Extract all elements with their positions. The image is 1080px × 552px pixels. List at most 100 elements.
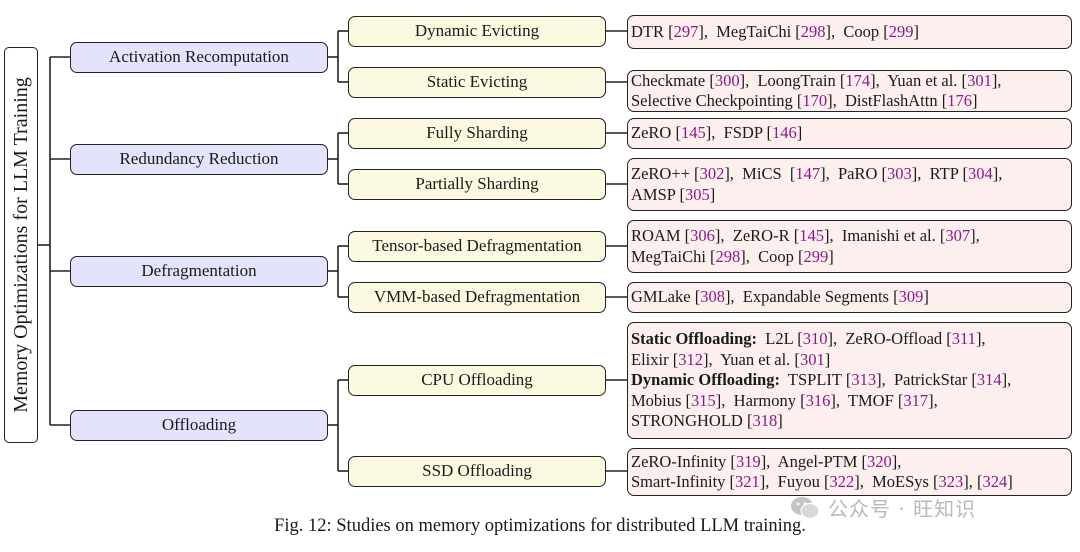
study-text: ], Harmony [ [715, 390, 806, 410]
study-text: ], PaRO [ [820, 164, 888, 183]
studies-ssd-offloading: ZeRO-Infinity [319], Angel-PTM [320],Sma… [627, 448, 1072, 496]
citation-ref[interactable]: 170 [802, 91, 828, 110]
study-text: Checkmate [ [631, 70, 715, 90]
subcategory-vmm-based-defragmentation: VMM-based Defragmentation [348, 281, 606, 313]
subcategory-partially-sharding: Partially Sharding [348, 168, 606, 200]
citation-ref[interactable]: 146 [772, 123, 797, 143]
citation-ref[interactable]: 308 [700, 287, 725, 307]
study-text: ], Angel-PTM [ [760, 451, 868, 471]
study-text: ], Coop [ [825, 21, 889, 41]
citation-ref[interactable]: 147 [795, 164, 821, 183]
study-line: Dynamic Offloading: TSPLIT [313], Patric… [631, 370, 1071, 391]
study-text: AMSP [ [631, 184, 685, 204]
study-text: ], Expandable Segments [ [724, 287, 899, 307]
study-text: ] [913, 21, 920, 41]
citation-ref[interactable]: 298 [800, 21, 826, 41]
citation-ref[interactable]: 176 [947, 91, 972, 110]
study-text: ], MoESys [ [854, 472, 939, 491]
study-text: ], Coop [ [740, 246, 804, 266]
study-text: ROAM [ [631, 226, 691, 245]
study-text: ] [777, 411, 783, 431]
citation-ref[interactable]: 320 [867, 451, 892, 471]
study-text: ], DistFlashAttn [ [827, 91, 948, 110]
study-text: ], Yuan et al. [ [702, 349, 800, 369]
study-text: ] [923, 287, 929, 307]
subcategory-static-evicting: Static Evicting [348, 66, 606, 98]
citation-ref[interactable]: 319 [735, 451, 761, 471]
study-text: STRONGHOLD [ [631, 411, 753, 431]
study-text: ], FSDP [ [705, 123, 773, 143]
study-text: ] [828, 246, 834, 266]
citation-ref[interactable]: 316 [805, 390, 831, 410]
wechat-icon [791, 496, 820, 519]
citation-ref[interactable]: 306 [690, 226, 715, 245]
citation-ref[interactable]: 299 [803, 246, 829, 266]
citation-ref[interactable]: 305 [684, 184, 710, 204]
study-line: MegTaiChi [298], Coop [299] [631, 247, 1071, 268]
study-line: ZeRO [145], FSDP [146] [631, 123, 1071, 144]
citation-ref[interactable]: 145 [680, 123, 706, 143]
citation-ref[interactable]: 307 [945, 226, 971, 245]
citation-ref[interactable]: 297 [673, 21, 699, 41]
study-line: Smart-Infinity [321], Fuyou [322], MoESy… [631, 472, 1071, 493]
citation-ref[interactable]: 312 [678, 349, 703, 369]
study-text: Mobius [ [631, 390, 692, 410]
study-line: ZeRO++ [302], MiCS [147], PaRO [303], RT… [631, 164, 1071, 185]
citation-ref[interactable]: 314 [976, 370, 1002, 390]
citation-ref[interactable]: 309 [898, 287, 924, 307]
study-text: ], [891, 451, 902, 471]
study-line: AMSP [305] [631, 185, 1071, 206]
subcategory-dynamic-evicting: Dynamic Evicting [348, 15, 606, 47]
group-heading: Static Offloading: [631, 329, 758, 349]
citation-ref[interactable]: 313 [851, 370, 877, 390]
group-heading: Dynamic Offloading: [631, 370, 780, 390]
citation-ref[interactable]: 174 [845, 70, 871, 90]
study-text: ], TMOF [ [830, 390, 904, 410]
citation-ref[interactable]: 323 [938, 472, 964, 491]
study-text: ], LoongTrain [ [739, 70, 846, 90]
citation-ref[interactable]: 318 [752, 411, 778, 431]
study-text: ] [1007, 472, 1013, 491]
study-line: Selective Checkpointing [170], DistFlash… [631, 91, 1071, 112]
studies-fully-sharding: ZeRO [145], FSDP [146] [627, 118, 1072, 149]
study-text: ] [709, 184, 716, 204]
studies-tensor-based-defragmentation: ROAM [306], ZeRO-R [145], Imanishi et al… [627, 220, 1072, 273]
study-line: ROAM [306], ZeRO-R [145], Imanishi et al… [631, 226, 1071, 247]
citation-ref[interactable]: 301 [967, 70, 992, 90]
citation-ref[interactable]: 324 [982, 472, 1008, 491]
citation-ref[interactable]: 298 [715, 246, 741, 266]
study-line: Checkmate [300], LoongTrain [174], Yuan … [631, 71, 1071, 92]
figure-caption: Fig. 12: Studies on memory optimizations… [274, 516, 806, 536]
study-line: DTR [297], MegTaiChi [298], Coop [299] [631, 22, 1071, 43]
citation-ref[interactable]: 302 [699, 164, 725, 183]
study-text: ] [796, 123, 803, 143]
citation-ref[interactable]: 301 [799, 349, 825, 369]
subcategory-fully-sharding: Fully Sharding [348, 117, 606, 149]
citation-ref[interactable]: 304 [967, 164, 993, 183]
citation-ref[interactable]: 317 [903, 390, 929, 410]
study-text: ], [991, 70, 1002, 90]
citation-ref[interactable]: 322 [829, 472, 855, 491]
citation-ref[interactable]: 300 [714, 70, 740, 90]
citation-ref[interactable]: 310 [802, 329, 828, 349]
subcategory-ssd-offloading: SSD Offloading [348, 455, 606, 487]
category-defragmentation: Defragmentation [70, 255, 328, 287]
study-text: ], [970, 226, 980, 245]
study-text: ], [1001, 370, 1012, 390]
citation-ref[interactable]: 303 [887, 164, 912, 183]
citation-ref[interactable]: 145 [799, 226, 824, 245]
study-text: ], [928, 390, 938, 410]
study-text: ], RTP [ [911, 164, 968, 183]
study-line: Elixir [312], Yuan et al. [301] [631, 350, 1071, 371]
study-text: ], PatrickStar [ [876, 370, 977, 390]
study-text: ], [992, 164, 1003, 183]
citation-ref[interactable]: 321 [735, 472, 760, 491]
citation-ref[interactable]: 299 [888, 21, 914, 41]
citation-ref[interactable]: 311 [951, 329, 976, 349]
study-text: ], Fuyou [ [759, 472, 830, 491]
studies-static-evicting: Checkmate [300], LoongTrain [174], Yuan … [627, 70, 1072, 112]
citation-ref[interactable]: 315 [691, 390, 716, 410]
subcategory-tensor-based-defragmentation: Tensor-based Defragmentation [348, 230, 606, 262]
studies-vmm-based-defragmentation: GMLake [308], Expandable Segments [309] [627, 282, 1072, 313]
study-text: ], ZeRO-R [ [714, 226, 800, 245]
